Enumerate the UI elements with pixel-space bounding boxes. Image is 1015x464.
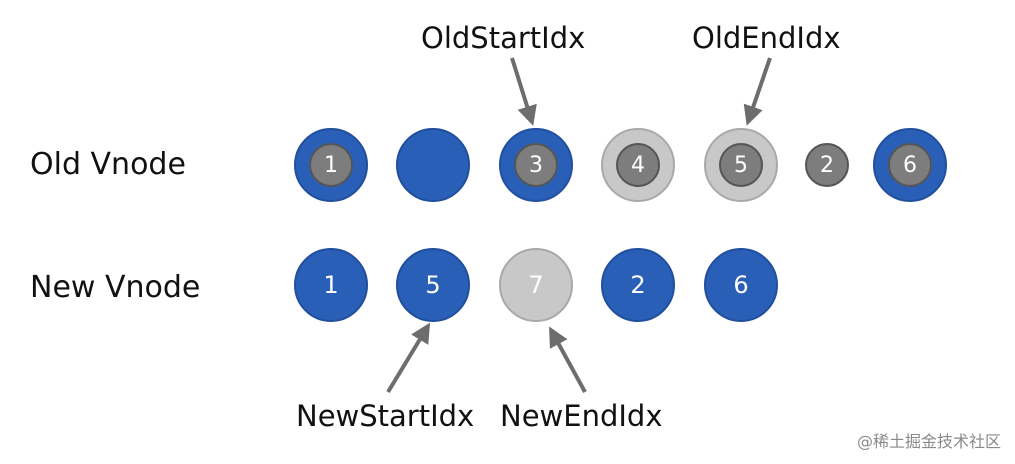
new-vnode-node: 5 [396,248,470,322]
new-end-idx-arrow [549,326,587,393]
old-vnode-node: 4 [601,128,675,202]
old-end-idx-label: OldEndIdx [692,21,841,55]
new-end-idx-label: NewEndIdx [500,399,663,433]
old-vnode-inner-circle: 4 [616,143,660,187]
old-end-idx-arrow [743,57,772,126]
old-vnode-node: 5 [704,128,778,202]
old-vnode-inner-circle: 3 [514,143,558,187]
new-vnode-label: 5 [425,271,441,299]
new-vnode-node: 6 [704,248,778,322]
old-vnode-node [396,128,470,202]
old-vnode-node: 2 [804,142,850,188]
new-vnode-label: 2 [630,271,646,299]
new-start-idx-label: NewStartIdx [296,399,475,433]
old-vnode-node: 6 [873,128,947,202]
old-vnode-inner-circle: 1 [309,143,353,187]
old-vnode-inner-circle: 2 [805,143,849,187]
old-vnode-label: Old Vnode [30,147,186,182]
old-vnode-node: 1 [294,128,368,202]
new-vnode-label: 7 [528,271,544,299]
new-start-idx-arrow [386,322,431,394]
new-vnode-node: 7 [499,248,573,322]
old-start-idx-label: OldStartIdx [421,21,586,55]
old-start-idx-arrow [510,57,537,126]
watermark: @稀土掘金技术社区 [856,432,1001,451]
new-vnode-label: New Vnode [30,270,201,305]
new-vnode-node: 2 [601,248,675,322]
new-vnode-label: 1 [323,271,339,299]
old-vnode-inner-circle: 5 [719,143,763,187]
new-vnode-label: 6 [733,271,749,299]
old-vnode-inner-circle: 6 [888,143,932,187]
old-vnode-node: 3 [499,128,573,202]
new-vnode-node: 1 [294,248,368,322]
